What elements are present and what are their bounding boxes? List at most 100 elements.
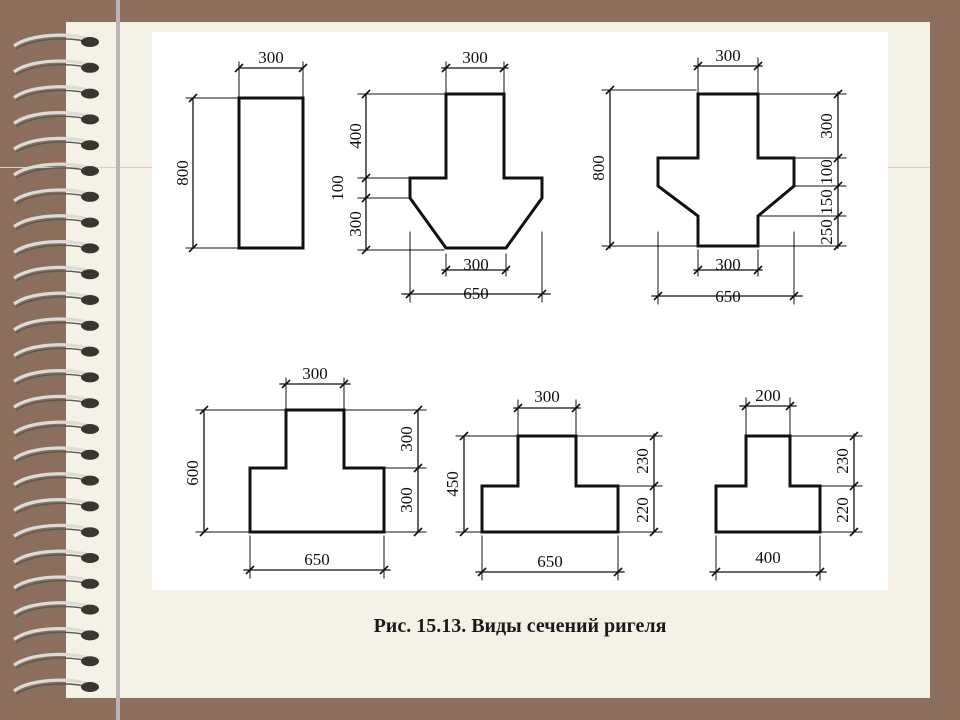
spiral-binding bbox=[13, 33, 99, 695]
dimension-tick bbox=[741, 401, 751, 411]
dimension-tick bbox=[537, 289, 547, 299]
dim-s4-height: 600 bbox=[183, 460, 202, 486]
dimension-tick bbox=[693, 265, 703, 275]
dimension-tick bbox=[849, 431, 859, 441]
dimension-tick bbox=[441, 265, 451, 275]
dimension-tick bbox=[785, 401, 795, 411]
dim-s1-height: 800 bbox=[173, 160, 192, 186]
dimension-tick bbox=[413, 527, 423, 537]
dimension-tick bbox=[815, 567, 825, 577]
binding-hole bbox=[81, 320, 99, 331]
section-drawings: 300 800 300 400 100 300 300 650 300 800 … bbox=[173, 46, 863, 581]
section-rect bbox=[185, 61, 305, 250]
dimension-tick bbox=[459, 527, 469, 537]
dimension-tick bbox=[653, 291, 663, 301]
dimension-tick bbox=[833, 211, 843, 221]
dim-s5-height: 450 bbox=[443, 471, 462, 497]
binding-hole bbox=[81, 62, 99, 73]
dimension-tick bbox=[649, 481, 659, 491]
dim-s4-width: 650 bbox=[304, 550, 330, 569]
binding-hole bbox=[81, 604, 99, 615]
dim-s5-width: 650 bbox=[537, 552, 563, 571]
dim-s3-bottom-width: 300 bbox=[715, 255, 741, 274]
dim-s1-width: 300 bbox=[258, 48, 284, 67]
dimension-tick bbox=[379, 565, 389, 575]
dimension-tick bbox=[199, 527, 209, 537]
binding-hole bbox=[81, 88, 99, 99]
dimension-tick bbox=[605, 241, 615, 251]
dim-s3-flange: 100 bbox=[817, 159, 836, 185]
dimension-tick bbox=[441, 63, 451, 73]
figure-panel: 300 800 300 400 100 300 300 650 300 800 … bbox=[152, 32, 888, 590]
binding-hole bbox=[81, 243, 99, 254]
binding-hole bbox=[81, 398, 99, 409]
binding-hole bbox=[81, 269, 99, 280]
dimension-tick bbox=[199, 405, 209, 415]
dimension-tick bbox=[833, 241, 843, 251]
binding-hole bbox=[81, 553, 99, 563]
dimension-tick bbox=[849, 527, 859, 537]
dim-s3-lower: 250 bbox=[817, 219, 836, 245]
dim-s5-flange: 220 bbox=[633, 497, 652, 523]
dimension-tick bbox=[413, 463, 423, 473]
binding-hole bbox=[81, 501, 99, 512]
binding-hole bbox=[81, 630, 99, 641]
dimension-tick bbox=[693, 61, 703, 71]
dim-s6-width: 400 bbox=[755, 548, 781, 567]
dimension-tick bbox=[753, 265, 763, 275]
dimension-tick bbox=[298, 63, 308, 73]
dimension-tick bbox=[361, 173, 371, 183]
binding-hole bbox=[81, 449, 99, 460]
binding-hole bbox=[81, 295, 99, 305]
dimension-tick bbox=[605, 85, 615, 95]
dim-s2-web: 400 bbox=[346, 123, 365, 149]
dimension-tick bbox=[188, 243, 198, 253]
dimension-tick bbox=[753, 61, 763, 71]
dimension-tick bbox=[501, 265, 511, 275]
dim-s3-top-width: 300 bbox=[715, 46, 741, 65]
binding-hole bbox=[81, 656, 99, 667]
section-tee-450 bbox=[455, 399, 663, 581]
dim-s4-web: 300 bbox=[397, 426, 416, 452]
binding-hole bbox=[81, 346, 99, 357]
binding-hole bbox=[81, 475, 99, 486]
section-tee-600 bbox=[195, 377, 427, 579]
binding-hole bbox=[81, 372, 99, 383]
binding-hole bbox=[81, 527, 99, 538]
dimension-tick bbox=[234, 63, 244, 73]
dim-s3-height: 800 bbox=[589, 155, 608, 181]
dim-s4-top-width: 300 bbox=[302, 364, 328, 383]
dimension-tick bbox=[459, 431, 469, 441]
dim-s6-web: 230 bbox=[833, 448, 852, 474]
dimension-tick bbox=[281, 379, 291, 389]
dimension-tick bbox=[789, 291, 799, 301]
dimension-tick bbox=[339, 379, 349, 389]
section-tee-400 bbox=[709, 397, 863, 581]
section-inverted-tee bbox=[357, 61, 551, 303]
dim-s2-flange: 100 bbox=[328, 175, 347, 201]
dimension-tick bbox=[499, 63, 509, 73]
dim-s5-web: 230 bbox=[633, 448, 652, 474]
dimension-tick bbox=[413, 405, 423, 415]
dimension-tick bbox=[188, 93, 198, 103]
dim-s3-upper: 300 bbox=[817, 113, 836, 139]
binding-hole bbox=[81, 578, 99, 589]
dimension-tick bbox=[833, 89, 843, 99]
dim-s4-flange: 300 bbox=[397, 487, 416, 513]
binding-hole bbox=[81, 191, 99, 202]
dimension-tick bbox=[849, 481, 859, 491]
dim-s6-top-width: 200 bbox=[755, 386, 781, 405]
dim-s3-chamfer: 150 bbox=[817, 189, 836, 215]
dimension-tick bbox=[245, 565, 255, 575]
binding-hole bbox=[81, 166, 99, 176]
dimension-tick bbox=[571, 403, 581, 413]
dimension-tick bbox=[649, 527, 659, 537]
binding-hole bbox=[81, 217, 99, 228]
dim-s3-total-width: 650 bbox=[715, 287, 741, 306]
dim-s2-chamfer: 300 bbox=[346, 211, 365, 237]
dimension-tick bbox=[361, 245, 371, 255]
dimension-tick bbox=[833, 181, 843, 191]
dim-s5-top-width: 300 bbox=[534, 387, 560, 406]
binding-hole bbox=[81, 114, 99, 125]
binding-hole bbox=[81, 682, 99, 692]
